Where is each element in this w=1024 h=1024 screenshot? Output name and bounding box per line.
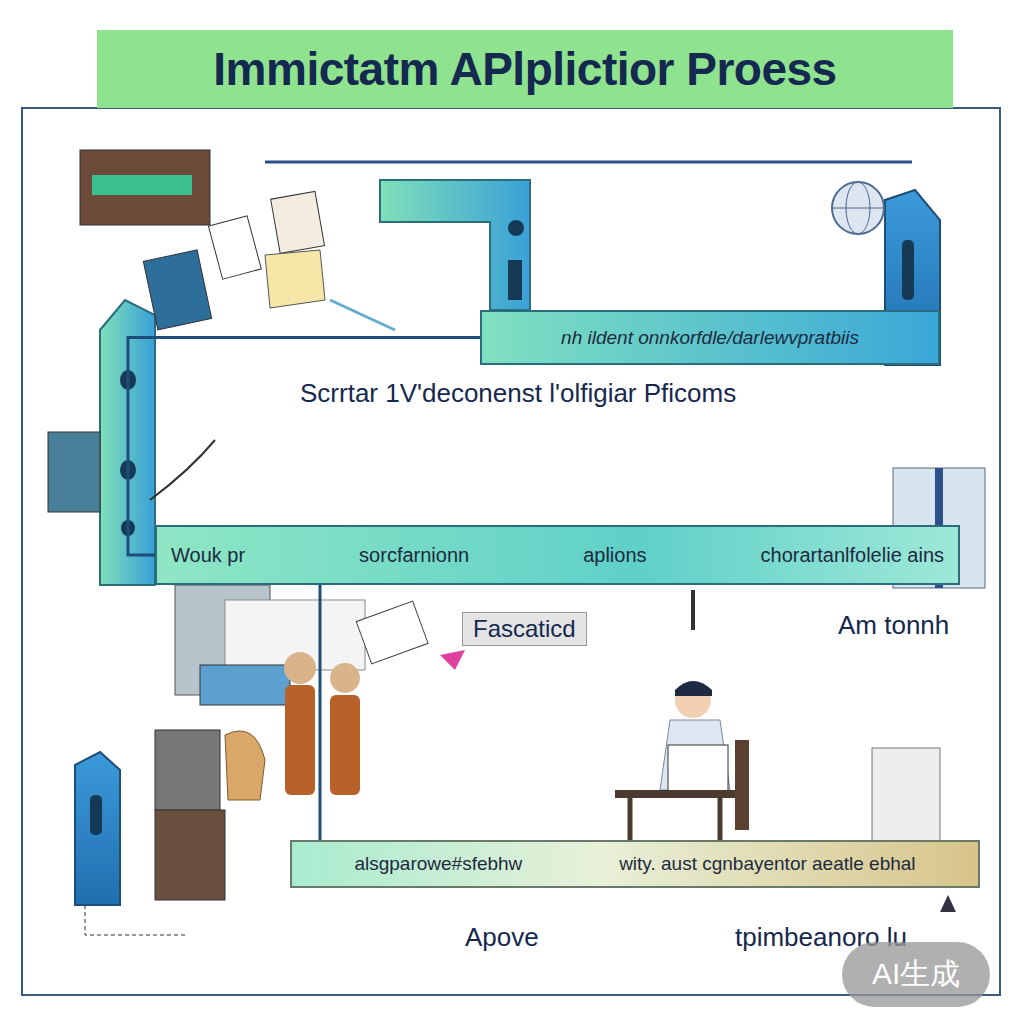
pipe-segment	[75, 752, 120, 905]
post-icon	[691, 590, 695, 630]
chair-icon	[225, 731, 265, 800]
pipe-dot	[508, 220, 524, 236]
desk-leg	[718, 798, 723, 845]
wire	[150, 440, 215, 500]
band-text: nh ildent onnkorfdle/darlewvpratbiis	[561, 327, 859, 349]
person-hair	[675, 681, 712, 696]
band-text: alsgparowe#sfebhw	[354, 853, 522, 875]
pipe-band: alsgparowe#sfebhw wity. aust cgnbayentor …	[290, 840, 980, 888]
paper-icon	[356, 601, 428, 664]
desk-icon	[615, 790, 735, 798]
person-head	[284, 652, 316, 684]
globe-icon	[832, 182, 884, 234]
box-label: Fascaticd	[462, 612, 587, 646]
rule-line	[265, 161, 912, 164]
picture-card	[143, 250, 211, 330]
picture-card	[271, 191, 325, 253]
picture-card	[48, 432, 100, 512]
person-head	[675, 682, 711, 718]
pipe-connector	[128, 338, 480, 556]
pipe-segment	[100, 300, 155, 585]
person-body	[330, 695, 360, 795]
frame	[22, 108, 1000, 995]
laptop-icon	[668, 745, 728, 795]
section-label: Scrrtar 1V'deconenst l'olfigiar Pficoms	[300, 378, 736, 409]
pipe-dot	[120, 460, 136, 480]
chair-icon	[735, 740, 749, 830]
pipe-band: nh ildent onnkorfdle/darlewvpratbiis	[480, 310, 940, 365]
title-band: Immictatm APlplictior Proess	[97, 30, 953, 108]
band-text: Wouk pr	[171, 544, 245, 567]
pipe-dot	[121, 520, 135, 536]
wire	[85, 905, 185, 935]
band-text: chorartanlfolelie ains	[761, 544, 944, 567]
pipe-band: Wouk pr sorcfarnionn aplions chorartanlfole…	[155, 525, 960, 585]
pipe-connector	[319, 585, 322, 840]
picture-card	[208, 216, 261, 279]
step-label: Apove	[465, 922, 539, 953]
pipe-mark	[902, 240, 914, 300]
side-label: Am tonnh	[838, 610, 949, 641]
pipe-mark	[508, 260, 522, 300]
pipe-mark	[90, 795, 102, 835]
screen-icon	[200, 665, 290, 705]
watermark: AI生成	[842, 942, 990, 1007]
small-icon	[440, 650, 465, 670]
desk-leg	[628, 798, 633, 845]
globe-line	[832, 208, 884, 209]
pipe-segment	[380, 180, 530, 310]
folder-icon	[265, 250, 325, 308]
pipe-dot	[120, 370, 136, 390]
picture-card	[80, 150, 210, 225]
diagram-title: Immictatm APlplictior Proess	[213, 42, 836, 96]
band-text: wity. aust cgnbayentor aeatle ebhal	[619, 853, 915, 875]
picture-detail	[92, 175, 192, 195]
person-head	[330, 663, 360, 693]
band-text: aplions	[583, 544, 646, 567]
band-text: sorcfarnionn	[359, 544, 469, 567]
small-icon	[940, 895, 956, 912]
machine-icon	[155, 730, 220, 810]
pointer-line	[330, 300, 395, 330]
cabinet-icon	[155, 810, 225, 900]
person-body	[285, 685, 315, 795]
